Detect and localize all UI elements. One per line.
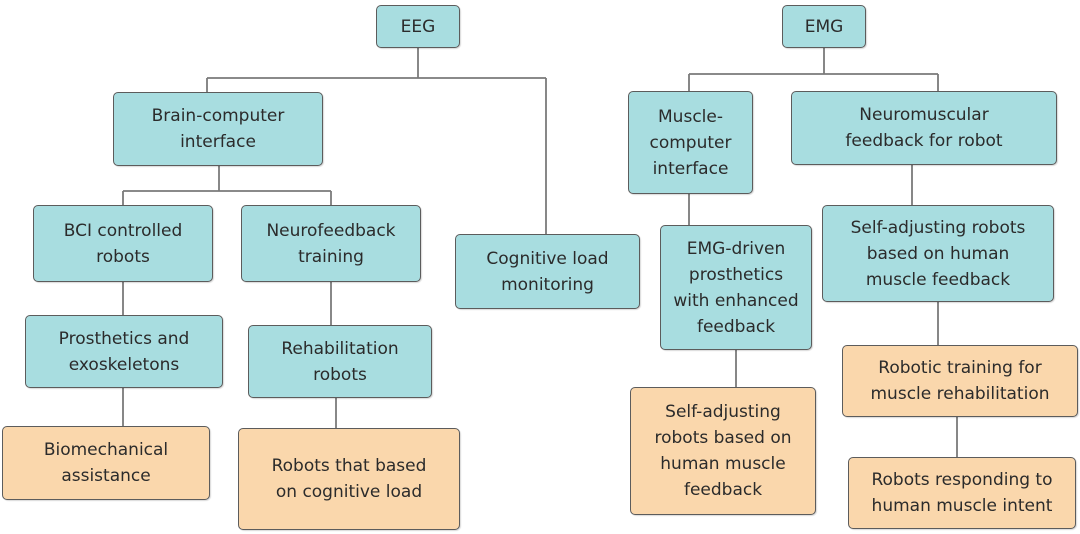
cognitive-load-robots-node: Robots that based on cognitive load	[238, 428, 460, 530]
prosthetics-exoskeletons-node: Prosthetics and exoskeletons	[25, 315, 223, 388]
biomechanical-assistance-node: Biomechanical assistance	[2, 426, 210, 500]
muscle-intent-robots-node: Robots responding to human muscle intent	[848, 457, 1076, 529]
neuromuscular-feedback-node: Neuromuscular feedback for robot	[791, 91, 1057, 165]
robotic-training-node: Robotic training for muscle rehabilitati…	[842, 345, 1078, 417]
cognitive-load-monitoring-node: Cognitive load monitoring	[455, 234, 640, 309]
bci-node: Brain-computer interface	[113, 92, 323, 166]
eeg-root-node: EEG	[376, 5, 460, 48]
neurofeedback-training-node: Neurofeedback training	[241, 205, 421, 282]
muscle-computer-interface-node: Muscle- computer interface	[628, 91, 753, 194]
rehabilitation-robots-node: Rehabilitation robots	[248, 325, 432, 398]
emg-root-node: EMG	[782, 5, 866, 48]
bci-controlled-robots-node: BCI controlled robots	[33, 205, 213, 282]
self-adjusting-robots-orange-node: Self-adjusting robots based on human mus…	[630, 387, 816, 515]
emg-driven-prosthetics-node: EMG-driven prosthetics with enhanced fee…	[660, 225, 812, 350]
self-adjusting-robots-teal-node: Self-adjusting robots based on human mus…	[822, 205, 1054, 302]
